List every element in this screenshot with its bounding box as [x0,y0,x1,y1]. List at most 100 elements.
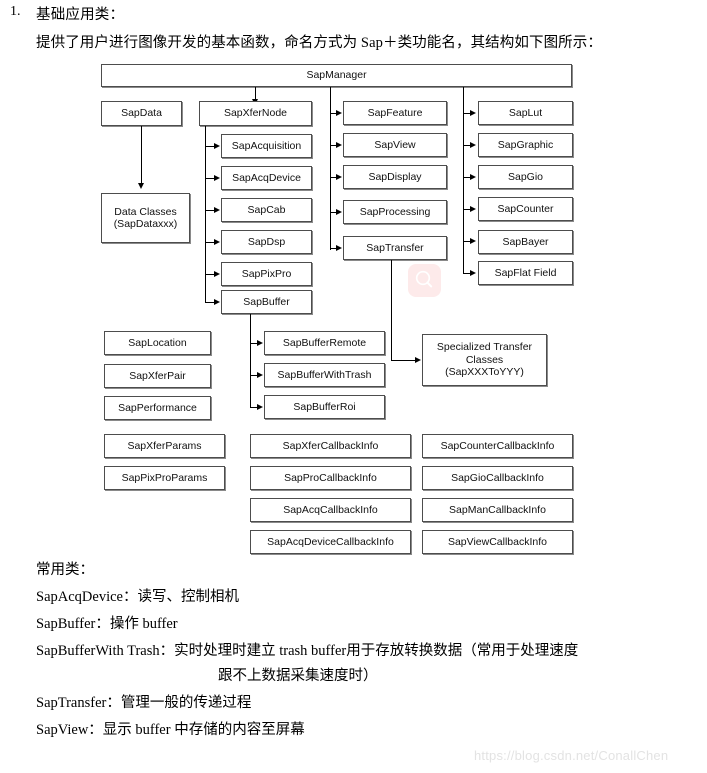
arrow-head-right-icon [470,206,476,212]
class-box-sapfeature[interactable]: SapFeature [343,101,447,125]
class-box-sapbuffer[interactable]: SapBuffer [221,290,312,314]
connector-line [250,314,251,407]
connector-line [250,375,258,376]
class-box-sapdisplay[interactable]: SapDisplay [343,165,447,189]
arrow-head-right-icon [470,270,476,276]
class-box-sapdsp[interactable]: SapDsp [221,230,312,254]
arrow-head-down-icon [138,183,144,189]
arrow-head-right-icon [336,174,342,180]
list-number: 1. [10,4,21,19]
connector-line [141,126,142,184]
note-line-sapview: SapView：显示 buffer 中存储的内容至屏幕 [36,722,305,738]
class-box-sapacqdevice[interactable]: SapAcqDevice [221,166,312,190]
class-box-sapmancallbackinfo[interactable]: SapManCallbackInfo [422,498,573,522]
section-description: 提供了用户进行图像开发的基本函数，命名方式为 Sap＋类功能名，其结构如下图所示… [36,35,602,51]
arrow-head-right-icon [214,207,220,213]
note-line-sapbufferwithtrash: SapBufferWith Trash：实时处理时建立 trash buffer… [36,643,579,659]
connector-line [330,87,331,112]
arrow-head-right-icon [214,143,220,149]
connector-line [205,274,215,275]
class-box-sapmanager[interactable]: SapManager [101,64,572,87]
connector-line [250,343,258,344]
arrow-head-right-icon [470,238,476,244]
connector-line [463,87,464,112]
class-box-saplocation[interactable]: SapLocation [104,331,211,355]
class-box-sapacquisition[interactable]: SapAcquisition [221,134,312,158]
specialized-line2: Classes [465,353,504,366]
class-box-sapxferparams[interactable]: SapXferParams [104,434,225,458]
class-box-data-classes[interactable]: Data Classes (SapDataxxx) [101,193,190,243]
class-box-sapflatfield[interactable]: SapFlat Field [478,261,573,285]
class-box-sapperformance[interactable]: SapPerformance [104,396,211,420]
class-box-saptransfer[interactable]: SapTransfer [343,236,447,260]
connector-line [330,248,337,249]
class-box-sapgraphic[interactable]: SapGraphic [478,133,573,157]
class-box-sappixpro[interactable]: SapPixPro [221,262,312,286]
class-hierarchy-diagram: SapManager SapData Data Classes (SapData… [101,64,573,554]
search-icon [408,264,441,297]
class-box-sapxfercallbackinfo[interactable]: SapXferCallbackInfo [250,434,411,458]
connector-line [330,212,337,213]
connector-line [463,112,464,274]
section-heading: 基础应用类： [36,7,125,23]
arrow-head-right-icon [257,372,263,378]
class-box-sapgiocallbackinfo[interactable]: SapGioCallbackInfo [422,466,573,490]
connector-line [463,241,471,242]
class-box-sapbufferroi[interactable]: SapBufferRoi [264,395,385,419]
connector-line [463,273,471,274]
connector-line [463,145,471,146]
class-box-sapxfernode[interactable]: SapXferNode [199,101,312,126]
arrow-head-right-icon [214,175,220,181]
connector-line [330,113,337,114]
arrow-head-right-icon [214,299,220,305]
class-box-sapacqcallbackinfo[interactable]: SapAcqCallbackInfo [250,498,411,522]
connector-line [205,302,215,303]
class-box-sapcab[interactable]: SapCab [221,198,312,222]
connector-line [250,407,258,408]
class-box-sapview[interactable]: SapView [343,133,447,157]
note-line-sapbufferwithtrash-cont: 跟不上数据采集速度时） [218,668,378,684]
connector-line [330,177,337,178]
arrow-head-right-icon [336,245,342,251]
class-box-sapviewcallbackinfo[interactable]: SapViewCallbackInfo [422,530,573,554]
class-box-sapgio[interactable]: SapGio [478,165,573,189]
class-box-sapdata[interactable]: SapData [101,101,182,126]
class-box-sapxferpair[interactable]: SapXferPair [104,364,211,388]
class-box-specialized-transfer-classes[interactable]: Specialized Transfer Classes (SapXXXToYY… [422,334,547,386]
connector-line [205,126,206,302]
data-classes-line2: (SapDataxxx) [113,218,178,230]
watermark-url: https://blog.csdn.net/ConallChen [474,748,669,763]
connector-line [463,209,471,210]
class-box-sappixproparams[interactable]: SapPixProParams [104,466,225,490]
class-box-sapprocallbackinfo[interactable]: SapProCallbackInfo [250,466,411,490]
arrow-head-right-icon [415,357,421,363]
connector-line [330,145,337,146]
connector-line [205,242,215,243]
arrow-head-right-icon [336,110,342,116]
connector-line [205,146,215,147]
class-box-sapcountercallbackinfo[interactable]: SapCounterCallbackInfo [422,434,573,458]
class-box-sapprocessing[interactable]: SapProcessing [343,200,447,224]
connector-line [391,360,416,361]
connector-line [463,177,471,178]
class-box-sapbufferwithtrash[interactable]: SapBufferWithTrash [264,363,385,387]
specialized-line1: Specialized Transfer [436,341,533,354]
connector-line [205,210,215,211]
arrow-head-right-icon [336,209,342,215]
arrow-head-right-icon [470,110,476,116]
arrow-head-right-icon [257,340,263,346]
connector-line [205,178,215,179]
class-box-saplut[interactable]: SapLut [478,101,573,125]
class-box-sapacqdevicecallbackinfo[interactable]: SapAcqDeviceCallbackInfo [250,530,411,554]
notes-title: 常用类： [36,562,94,578]
arrow-head-right-icon [257,404,263,410]
specialized-line3: (SapXXXToYYY) [445,366,524,379]
data-classes-line1: Data Classes [114,205,177,218]
note-line-sapbuffer: SapBuffer：操作 buffer [36,616,178,632]
arrow-head-right-icon [336,142,342,148]
class-box-sapbufferremote[interactable]: SapBufferRemote [264,331,385,355]
class-box-sapcounter[interactable]: SapCounter [478,197,573,221]
connector-line [391,260,392,360]
connector-line [463,113,471,114]
class-box-sapbayer[interactable]: SapBayer [478,230,573,254]
